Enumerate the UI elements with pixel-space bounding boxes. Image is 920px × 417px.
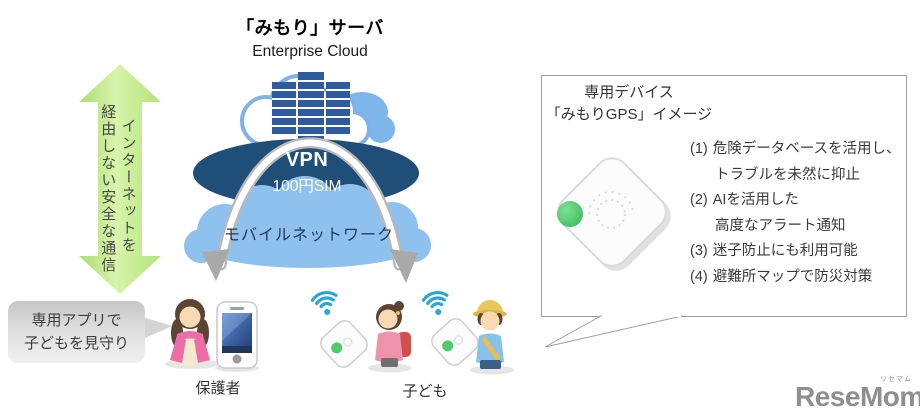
bubble-line2: 子どもを見守り (23, 334, 129, 352)
server-title-block: 「みもり」サーバ Enterprise Cloud (210, 14, 410, 61)
feature-item: (2)AIを活用した 高度なアラート通知 (690, 188, 912, 239)
speech-bubble: 専用アプリで 子どもを見守り (8, 301, 145, 363)
resemom-logo-text: ReseMom. (795, 381, 920, 412)
resemom-logo: リセマム ReseMom. (793, 371, 920, 415)
secure-communication-arrow (79, 64, 161, 294)
boy-figure-icon (470, 300, 514, 375)
feature-text: 避難所マップで防災対策 (712, 268, 873, 285)
feature-list: (1)危険データベースを活用し、 トラブルを未然に抑止 (2)AIを活用した 高… (690, 137, 912, 290)
feature-text: 迷子防止にも利用可能 (712, 243, 858, 259)
secure-note-line2: 経由しない安全な通信 (99, 104, 117, 274)
resemom-logo-ruby: リセマム (880, 376, 912, 383)
server-title: 「みもり」サーバ (236, 18, 384, 38)
feature-text-line2: 高度なアラート通知 (715, 217, 846, 234)
vpn-tunnel-arch (202, 137, 418, 283)
vpn-label-block: VPN 100円SIM (241, 149, 373, 196)
bubble-line1: 専用アプリで (31, 312, 122, 329)
feature-text: AIを活用した (712, 192, 799, 208)
feature-text: 危険データベースを活用し、 (712, 141, 901, 157)
gps-device-icon (320, 320, 368, 368)
feature-number: (3) (690, 243, 708, 259)
wifi-icon (310, 290, 338, 315)
mobile-network-cloud (184, 176, 431, 268)
speech-bubble-tail (143, 317, 172, 339)
feature-number: (1) (690, 141, 708, 157)
secure-communication-note: インターネットを 経由しない安全な通信 (97, 104, 138, 296)
feature-number: (2) (690, 192, 708, 208)
arrow-down-left-icon (202, 249, 230, 281)
callout-title-line2: 「みもりGPS」イメージ (545, 105, 713, 123)
smartphone-icon (215, 301, 259, 372)
feature-item: (1)危険データベースを活用し、 トラブルを未然に抑止 (690, 137, 912, 188)
parent-figure-icon (165, 299, 219, 369)
callout-tail (544, 315, 683, 348)
mobile-network-label: モバイルネットワーク (223, 227, 394, 244)
wifi-icon (421, 290, 449, 315)
gps-device-icon (431, 318, 479, 366)
feature-item: (4)避難所マップで防災対策 (690, 265, 912, 291)
secure-note-line1: インターネットを (119, 118, 137, 254)
gps-device-large-icon (557, 157, 671, 271)
children-label: 子ども (402, 383, 448, 400)
parent-label: 保護者 (195, 380, 241, 397)
feature-item: (3)迷子防止にも利用可能 (690, 239, 912, 265)
girl-figure-icon (368, 301, 412, 373)
arrow-down-right-icon (390, 249, 418, 283)
vpn-sim-label: 100円SIM (272, 178, 342, 195)
vpn-label: VPN (285, 149, 329, 171)
feature-text-line2: トラブルを未然に抑止 (715, 166, 860, 183)
callout-title: 専用デバイス 「みもりGPS」イメージ (543, 82, 715, 126)
callout-title-line1: 専用デバイス (584, 84, 674, 101)
feature-number: (4) (690, 268, 708, 285)
server-subtitle: Enterprise Cloud (252, 43, 368, 60)
